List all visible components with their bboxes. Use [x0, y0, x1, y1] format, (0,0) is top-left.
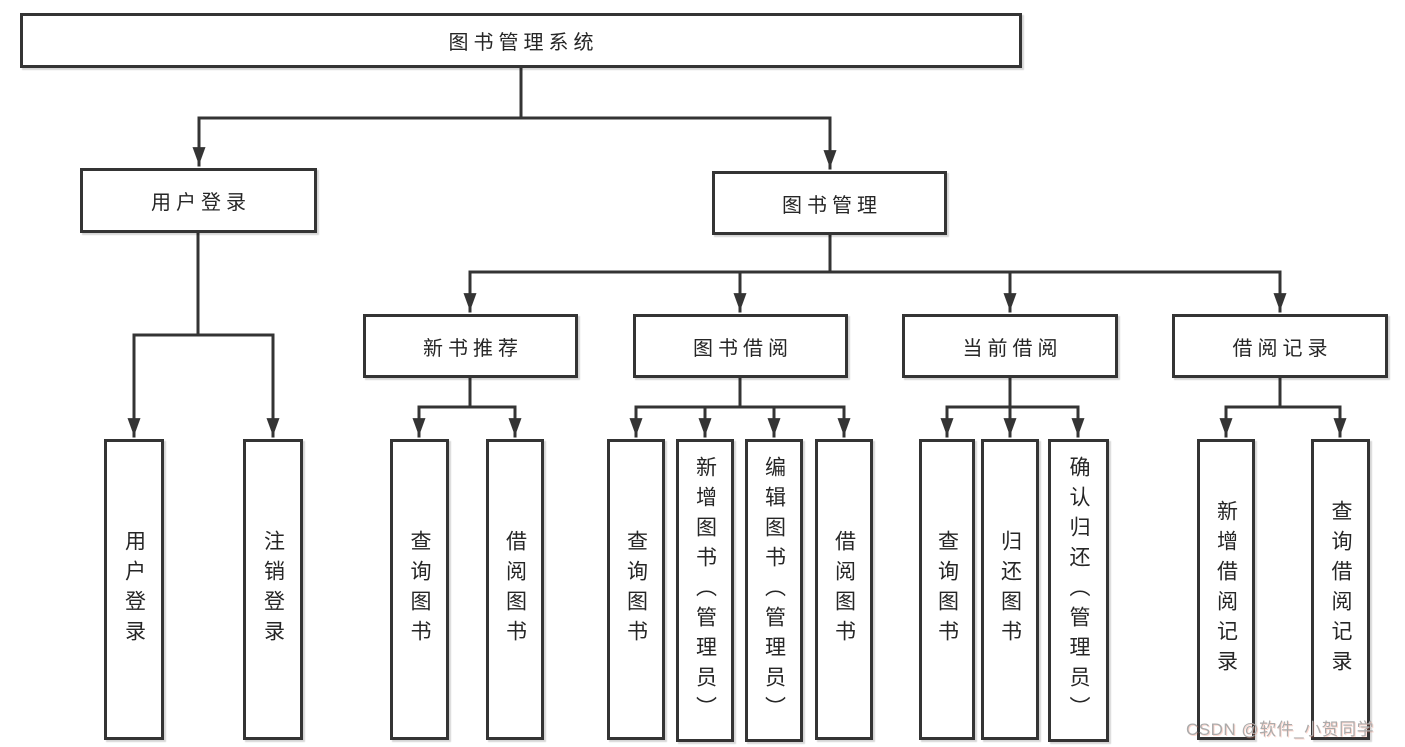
leaf-return-books: 归还图书 [981, 439, 1039, 740]
node-label: 当前借阅 [962, 337, 1063, 360]
node-label: 图书管理系统 [448, 32, 599, 54]
leaf-query-books-current: 查询图书 [919, 439, 975, 740]
leaf-label: 查询图书 [935, 529, 959, 650]
leaf-logout: 注销登录 [243, 439, 303, 740]
leaf-label: 借阅图书 [832, 529, 856, 650]
leaf-label: 注销登录 [261, 529, 285, 650]
connector-arrows-level2 [192, 116, 837, 170]
node-label: 借阅记录 [1232, 337, 1333, 360]
csdn-watermark: CSDN @软件_小贺同学 [1186, 720, 1375, 739]
node-book-management: 图书管理 [712, 171, 947, 235]
leaf-label: 归还图书 [998, 529, 1022, 650]
leaf-label: 确认归还（管理员） [1067, 455, 1090, 726]
leaf-query-borrow-record: 查询借阅记录 [1311, 439, 1370, 740]
leaf-query-books-borrowing: 查询图书 [607, 439, 665, 740]
connector-arrows-level3 [463, 270, 1287, 313]
node-label: 新书推荐 [423, 337, 523, 360]
leaf-add-borrow-record: 新增借阅记录 [1197, 439, 1255, 740]
leaf-confirm-return-admin: 确认归还（管理员） [1048, 439, 1109, 742]
leaf-label: 查询图书 [624, 529, 648, 650]
leaf-label: 用户登录 [122, 529, 146, 650]
connector-arrows-leaves [127, 333, 1347, 438]
node-borrowing-records: 借阅记录 [1172, 314, 1388, 378]
node-label: 图书管理 [782, 194, 882, 217]
leaf-label: 编辑图书（管理员） [762, 455, 786, 726]
leaf-user-login: 用户登录 [104, 439, 164, 740]
node-new-book-recommend: 新书推荐 [363, 314, 578, 378]
leaf-label: 借阅图书 [503, 529, 527, 650]
leaf-borrow-books-recommend: 借阅图书 [486, 439, 544, 740]
node-root-library-system: 图书管理系统 [20, 13, 1022, 68]
leaf-borrow-books: 借阅图书 [815, 439, 873, 740]
leaf-label: 查询图书 [408, 529, 431, 650]
node-label: 用户登录 [151, 192, 251, 214]
node-user-login: 用户登录 [80, 168, 317, 233]
leaf-label: 新增图书（管理员） [693, 455, 717, 726]
leaf-edit-book-admin: 编辑图书（管理员） [745, 439, 803, 742]
node-label: 图书借阅 [693, 337, 793, 360]
node-current-borrowing: 当前借阅 [902, 314, 1118, 378]
leaf-label: 查询借阅记录 [1329, 499, 1352, 680]
node-book-borrowing: 图书借阅 [633, 314, 848, 378]
leaf-query-books-recommend: 查询图书 [390, 439, 449, 740]
leaf-label: 新增借阅记录 [1214, 499, 1238, 680]
leaf-add-book-admin: 新增图书（管理员） [676, 439, 734, 742]
connector-lines [132, 66, 1342, 409]
